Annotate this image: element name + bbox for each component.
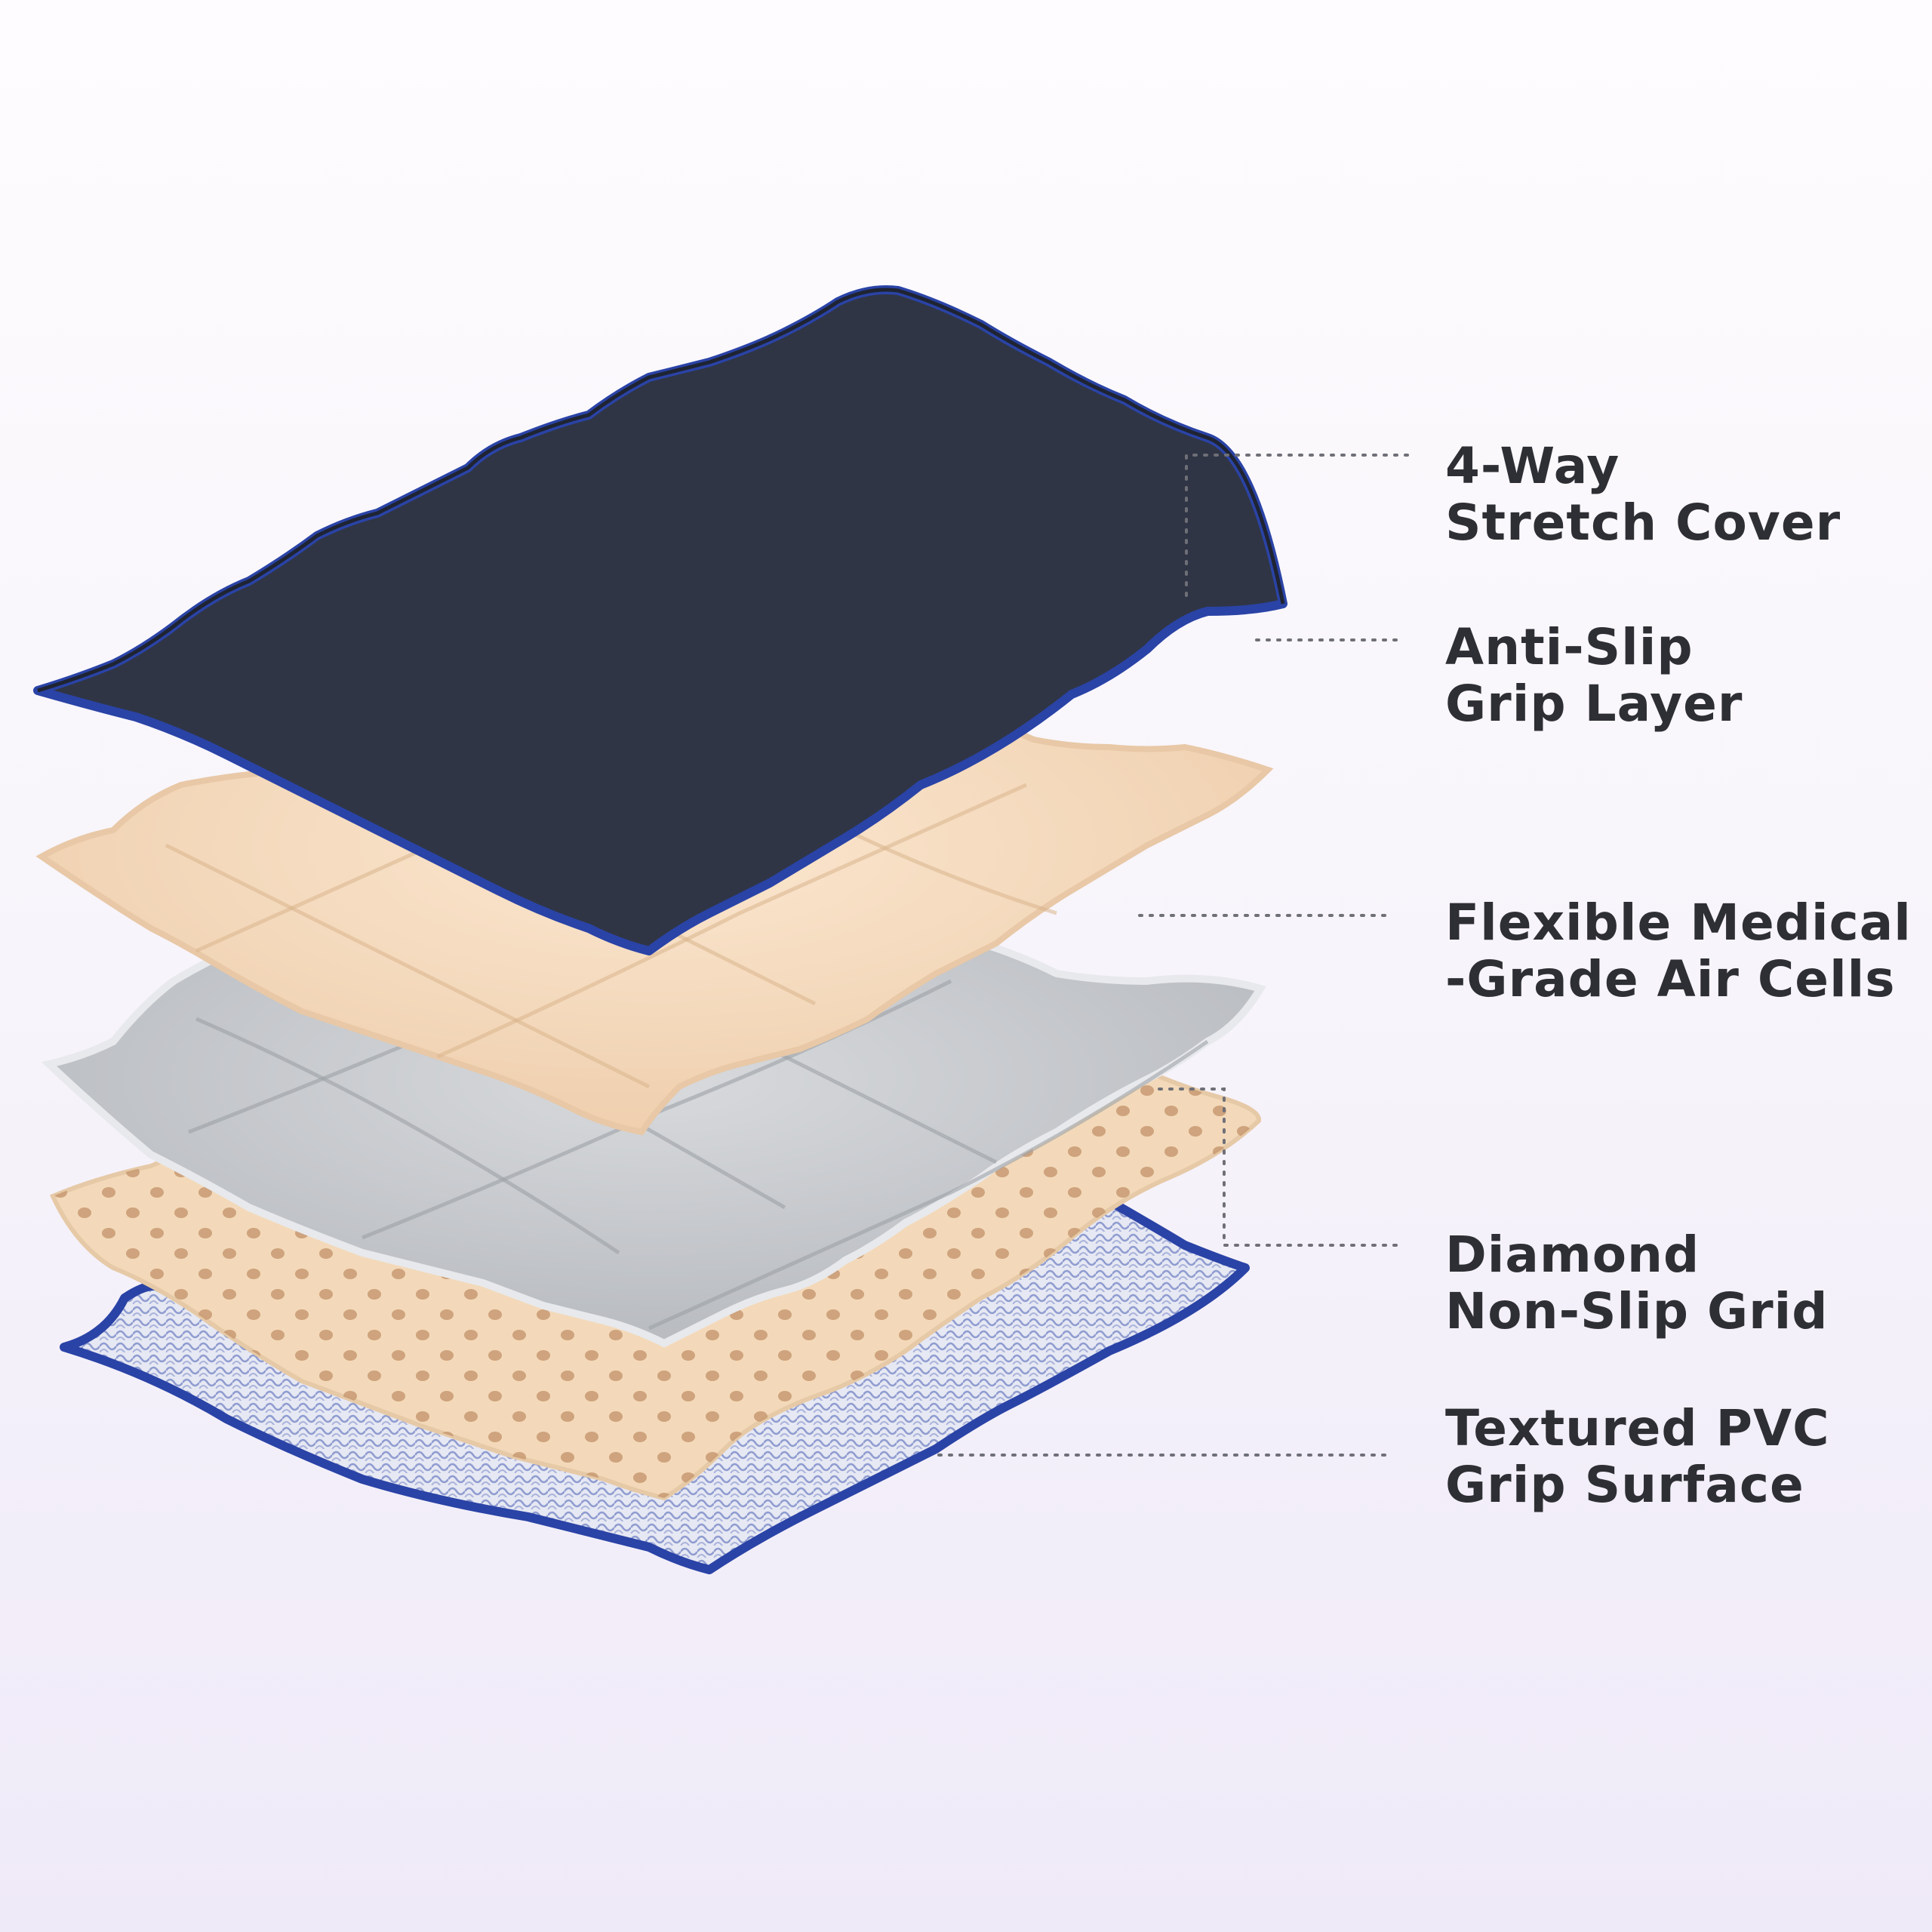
label-line: 4-Way [1445, 437, 1620, 495]
label-line: Grip Layer [1445, 675, 1743, 733]
label-line: Stretch Cover [1445, 494, 1841, 552]
label-grip-layer: Anti-Slip Grip Layer [1445, 619, 1743, 732]
label-line: -Grade Air Cells [1445, 950, 1896, 1008]
label-diamond-grid: Diamond Non-Slip Grid [1445, 1226, 1829, 1340]
label-line: Flexible Medical [1445, 894, 1912, 952]
layer-stretch-cover [33, 285, 1287, 955]
label-line: Diamond [1445, 1226, 1700, 1284]
label-line: Non-Slip Grid [1445, 1282, 1829, 1340]
label-line: Textured PVC [1445, 1399, 1830, 1457]
label-line: Anti-Slip [1445, 618, 1694, 676]
leader-diamond-grid [1153, 1088, 1398, 1247]
leader-lines [931, 454, 1409, 1457]
label-pvc-surface: Textured PVC Grip Surface [1445, 1400, 1830, 1513]
label-stretch-cover: 4-Way Stretch Cover [1445, 438, 1841, 551]
label-line: Grip Surface [1445, 1456, 1804, 1514]
leader-stretch-cover [1185, 454, 1409, 605]
label-air-cells: Flexible Medical -Grade Air Cells [1445, 894, 1912, 1008]
